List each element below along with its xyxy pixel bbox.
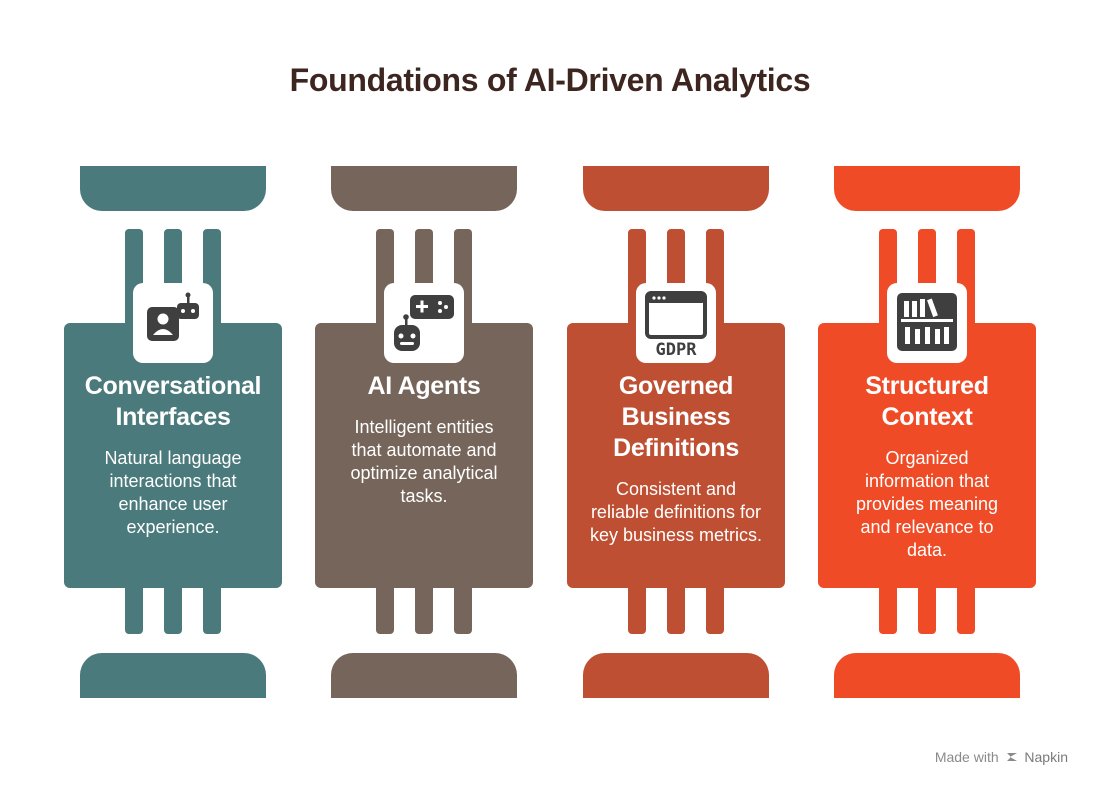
pillar-body: AI Agents Intelligent entities that auto… xyxy=(315,323,533,588)
pillar-bottom-cap xyxy=(331,653,517,698)
pillar-rod xyxy=(918,588,936,634)
footer-made-with: Made with xyxy=(934,749,999,765)
pillar-heading: Conversational Interfaces xyxy=(84,372,262,431)
pillar-heading: Governed Business Definitions xyxy=(613,372,739,462)
pillar-rod xyxy=(879,588,897,634)
pillar-top-cap xyxy=(583,166,769,211)
pillar-heading: AI Agents xyxy=(367,372,481,400)
user-chatbot-icon xyxy=(133,283,213,363)
pillar-rod xyxy=(376,588,394,634)
pillar-rod xyxy=(667,588,685,634)
pillar-bottom-cap xyxy=(583,653,769,698)
pillar-governed-business-definitions: Governed Business Definitions Consistent… xyxy=(567,0,785,794)
robot-gamepad-icon xyxy=(384,283,464,363)
gdpr-browser-icon: GDPR xyxy=(636,283,716,363)
pillar-heading: Structured Context xyxy=(865,372,989,431)
pillar-top-cap xyxy=(80,166,266,211)
napkin-logo-icon xyxy=(1006,753,1017,761)
pillar-bottom-cap xyxy=(834,653,1020,698)
pillar-top-cap xyxy=(834,166,1020,211)
pillar-conversational-interfaces: Conversational Interfaces Natural langua… xyxy=(64,0,282,794)
pillar-description: Natural language interactions that enhan… xyxy=(104,448,242,537)
pillar-rod xyxy=(706,588,724,634)
footer-brand: Napkin xyxy=(1024,749,1068,765)
pillar-rod xyxy=(415,588,433,634)
pillar-rod xyxy=(125,588,143,634)
made-with-napkin-footer: Made with Napkin xyxy=(935,749,1068,765)
pillar-bottom-cap xyxy=(80,653,266,698)
pillar-structured-context: Structured Context Organized information… xyxy=(818,0,1036,794)
pillar-body: Governed Business Definitions Consistent… xyxy=(567,323,785,588)
pillar-rod xyxy=(628,588,646,634)
pillar-top-cap xyxy=(331,166,517,211)
pillar-rod xyxy=(164,588,182,634)
bookshelf-icon xyxy=(887,283,967,363)
pillar-description: Organized information that provides mean… xyxy=(855,448,999,560)
pillar-rod xyxy=(454,588,472,634)
pillar-body: Structured Context Organized information… xyxy=(818,323,1036,588)
pillar-body: Conversational Interfaces Natural langua… xyxy=(64,323,282,588)
pillar-rod xyxy=(203,588,221,634)
gdpr-icon-label: GDPR xyxy=(656,340,698,360)
pillar-rod xyxy=(957,588,975,634)
pillar-description: Consistent and reliable definitions for … xyxy=(589,479,763,545)
page-title: Foundations of AI-Driven Analytics xyxy=(289,62,811,98)
pillar-ai-agents: AI Agents Intelligent entities that auto… xyxy=(315,0,533,794)
pillar-description: Intelligent entities that automate and o… xyxy=(350,417,498,506)
